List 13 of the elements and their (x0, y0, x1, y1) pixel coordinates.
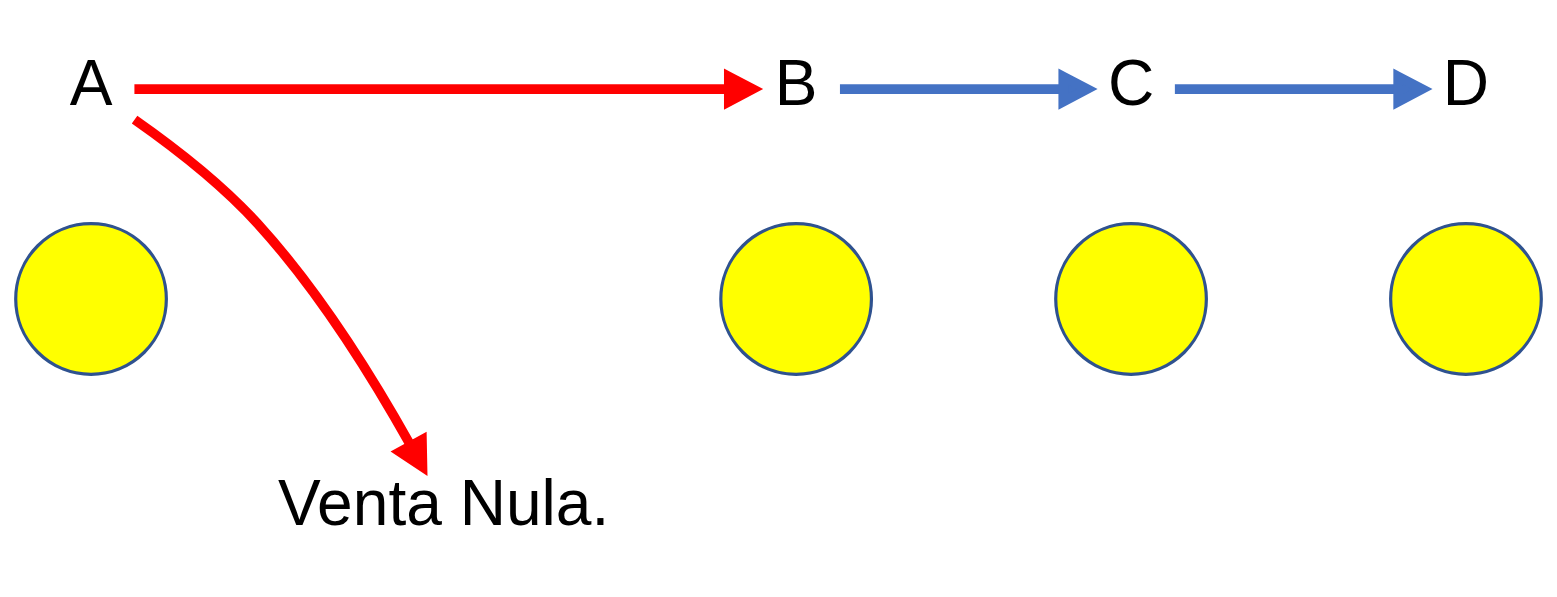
node-text: D (1442, 46, 1490, 119)
arrow (1174, 68, 1433, 110)
node-circle (14, 221, 168, 376)
node-text: B (774, 46, 818, 119)
node-circle (1054, 221, 1208, 376)
arrow (839, 68, 1098, 110)
node-circle (719, 221, 874, 376)
node-text: A (69, 46, 113, 119)
arrow (131, 115, 428, 476)
node-text: C (1107, 46, 1155, 119)
node-text: Venta Nula. (277, 466, 610, 539)
node-circle (1389, 221, 1543, 376)
arrow (134, 68, 764, 110)
